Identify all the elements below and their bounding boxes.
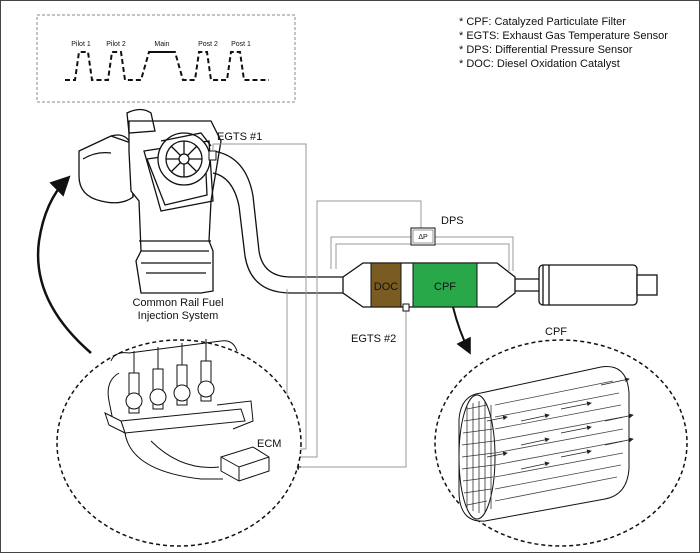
flow-arrows bbox=[486, 377, 634, 470]
cpf-detail-label: CPF bbox=[545, 326, 567, 338]
pulse-label-pilot1: Pilot 1 bbox=[71, 41, 91, 48]
legend-cpf: * CPF: Catalyzed Particulate Filter bbox=[459, 16, 626, 28]
pulse-label-main: Main bbox=[154, 41, 169, 48]
pulse-waveform bbox=[65, 51, 269, 81]
egts2-label: EGTS #2 bbox=[351, 333, 396, 345]
egts1-label: EGTS #1 bbox=[217, 131, 262, 143]
pulse-label-pilot2: Pilot 2 bbox=[106, 41, 126, 48]
dps-label: DPS bbox=[441, 215, 464, 227]
muffler bbox=[515, 264, 658, 306]
cpf-detail-arrow bbox=[452, 306, 471, 355]
pulse-label-post2: Post 2 bbox=[198, 41, 218, 48]
legend: * CPF: Catalyzed Particulate Filter * EG… bbox=[459, 16, 668, 70]
pulse-label-post1: Post 1 bbox=[231, 41, 251, 48]
ecm-unit bbox=[220, 446, 270, 482]
legend-doc: * DOC: Diesel Oxidation Catalyst bbox=[459, 58, 620, 70]
legend-egts: * EGTS: Exhaust Gas Temperature Sensor bbox=[459, 30, 668, 42]
sensor-wiring bbox=[212, 143, 514, 468]
cpf-label: CPF bbox=[434, 281, 456, 293]
feedback-arrow bbox=[36, 175, 92, 354]
cpf-block bbox=[412, 262, 478, 308]
dps-symbol: ΔP bbox=[418, 234, 428, 241]
ecm-label: ECM bbox=[257, 438, 281, 450]
aftertreatment-canister: DOC CPF EGTS #2 bbox=[342, 262, 516, 345]
fuel-system-detail: ECM bbox=[56, 339, 302, 547]
cpf-detail: CPF bbox=[434, 326, 688, 547]
doc-label: DOC bbox=[374, 281, 399, 293]
legend-dps: * DPS: Differential Pressure Sensor bbox=[459, 44, 633, 56]
dps-sensor: ΔP DPS bbox=[410, 215, 464, 246]
doc-block bbox=[370, 262, 402, 308]
engine-label-line2: Injection System bbox=[138, 310, 219, 322]
engine-label-line1: Common Rail Fuel bbox=[132, 297, 223, 309]
injection-pulse-panel: Pilot 1 Pilot 2 Main Post 2 Post 1 bbox=[36, 14, 296, 103]
engine-illustration bbox=[78, 108, 343, 294]
